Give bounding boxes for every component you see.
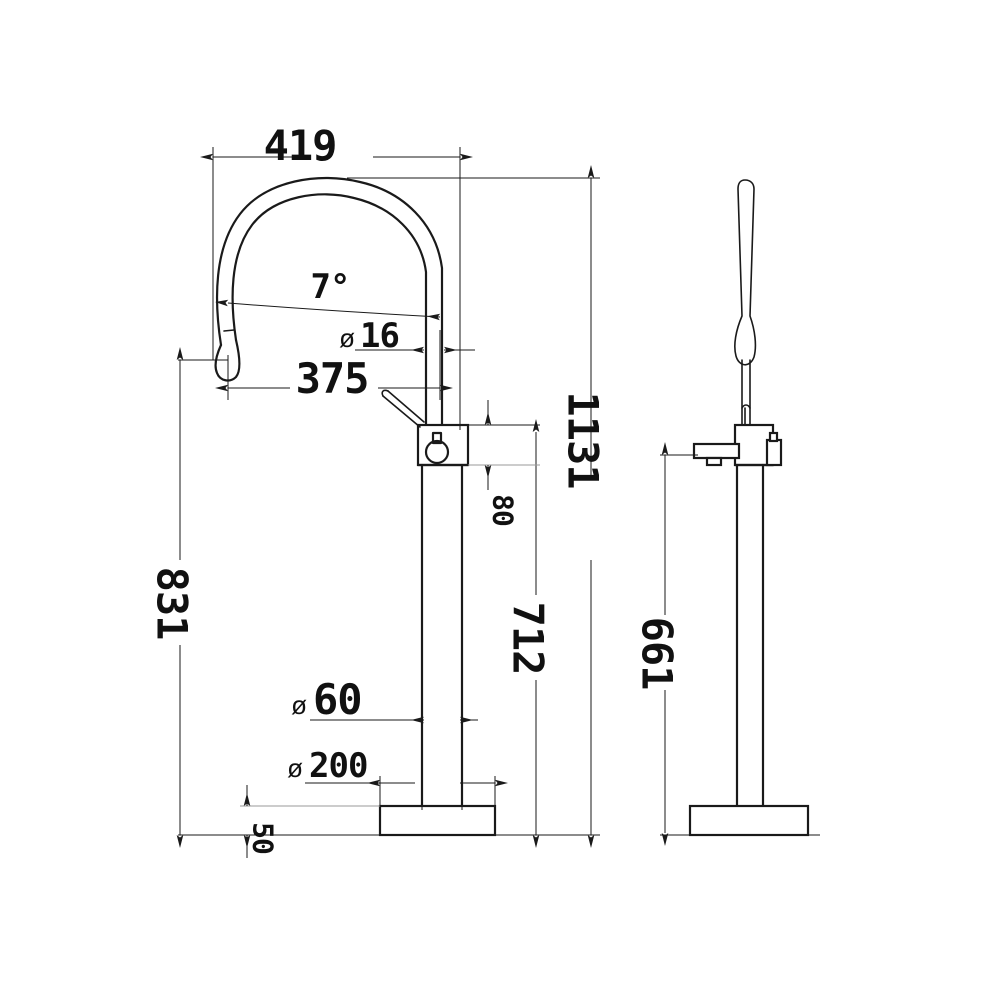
dimension-661: 661 xyxy=(633,442,698,846)
dimension-dia200-label: 200 xyxy=(309,746,367,786)
diameter-symbol-60: ø xyxy=(291,690,307,720)
dimension-419: 419 xyxy=(200,121,473,430)
dimension-712-label: 712 xyxy=(504,602,553,675)
dimension-80-label: 80 xyxy=(487,494,520,526)
dimension-dia-200: ø 200 xyxy=(287,746,508,808)
dimension-50: 50 xyxy=(240,785,380,858)
diameter-symbol-16: ø xyxy=(339,323,355,353)
gooseneck-spout xyxy=(215,176,444,427)
dimension-661-label: 661 xyxy=(633,617,682,690)
dimension-dia-16: ø 16 xyxy=(339,316,475,356)
dimension-dia-60: ø 60 xyxy=(291,600,478,810)
dimension-1131-label: 1131 xyxy=(559,391,608,488)
front-view xyxy=(178,176,600,837)
dimension-dia16-label: 16 xyxy=(360,316,399,356)
dimension-dia60-label: 60 xyxy=(313,675,362,724)
dimension-375-label: 375 xyxy=(296,354,369,403)
dimension-712: 712 xyxy=(504,419,553,848)
base-plate-side xyxy=(688,804,810,837)
valve-body xyxy=(416,423,470,467)
lever-handle xyxy=(381,389,425,428)
dimension-375: 375 xyxy=(215,330,453,403)
lever-handle-side xyxy=(692,442,741,467)
dimension-50-label: 50 xyxy=(247,822,280,854)
diameter-symbol-200: ø xyxy=(287,753,303,783)
dimension-831-label: 831 xyxy=(148,567,197,640)
dimension-1131: 1131 xyxy=(559,165,608,848)
side-view xyxy=(660,179,820,837)
riser-column-side xyxy=(735,463,765,808)
control-knob-side xyxy=(765,431,783,467)
riser-column xyxy=(420,463,464,808)
dimension-80: 80 xyxy=(468,400,540,526)
dimension-831: 831 xyxy=(148,347,228,848)
dimension-angle-7: 7° xyxy=(215,267,441,321)
dimension-7deg-label: 7° xyxy=(311,267,350,307)
dimension-419-label: 419 xyxy=(264,121,337,170)
base-plate xyxy=(378,804,497,837)
spout-side-profile xyxy=(734,179,757,426)
